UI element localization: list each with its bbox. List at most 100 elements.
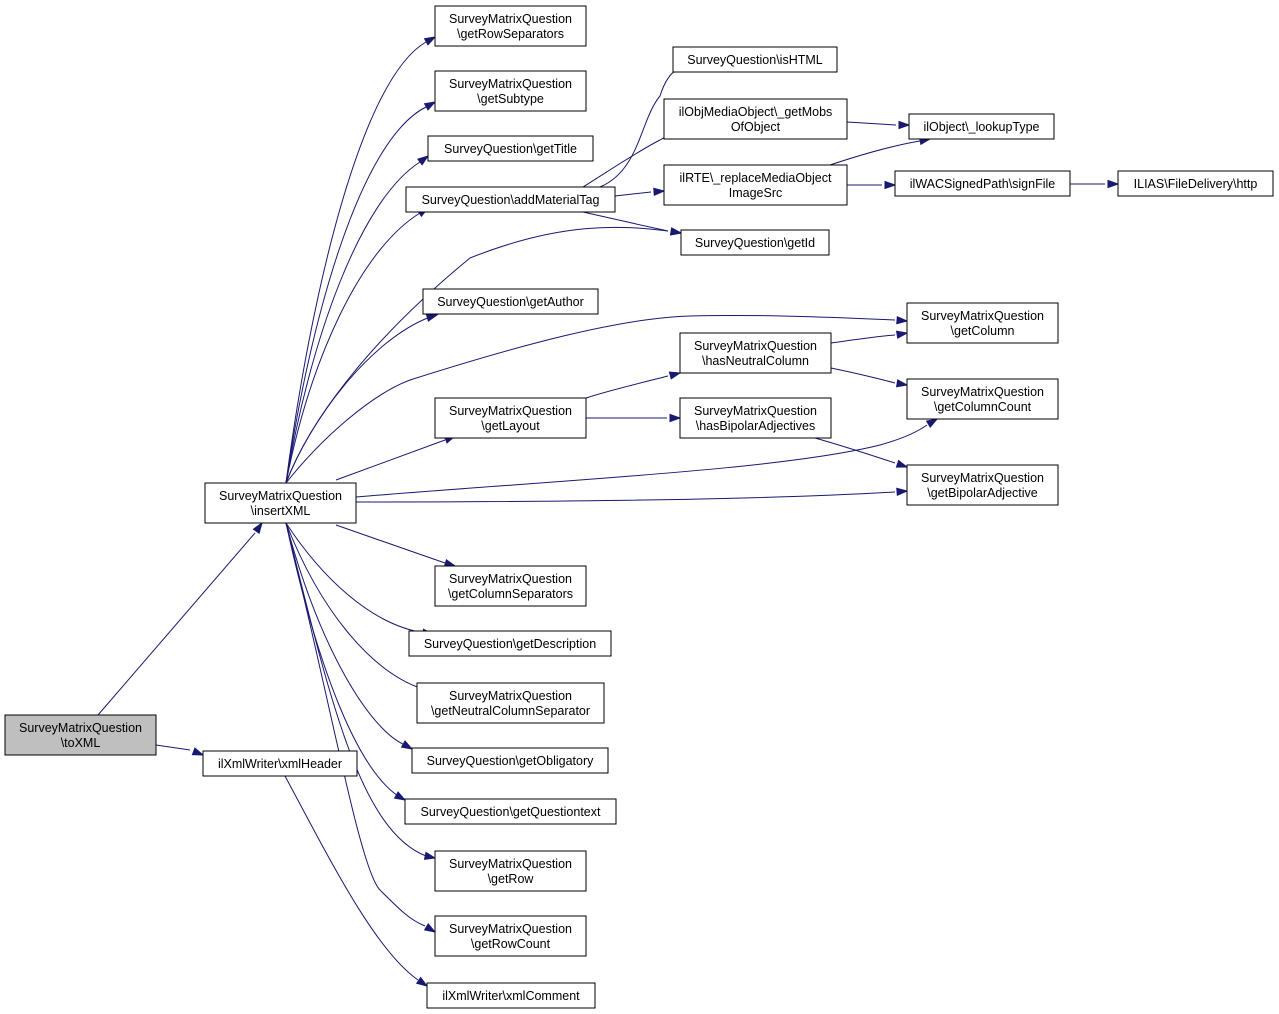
node-label: \getRowCount	[471, 937, 551, 951]
arrowhead-icon	[252, 521, 263, 535]
node-get-subtype[interactable]: SurveyMatrixQuestion\getSubtype	[434, 70, 587, 112]
node-label: SurveyMatrixQuestion	[449, 857, 572, 871]
arrowhead-icon	[423, 851, 437, 860]
edge-line	[582, 134, 671, 188]
node-insert-xml[interactable]: SurveyMatrixQuestion\insertXML	[204, 482, 357, 524]
node-get-author[interactable]: SurveyQuestion\getAuthor	[422, 288, 599, 315]
edge-line	[355, 491, 896, 503]
node-get-description[interactable]: SurveyQuestion\getDescription	[408, 630, 612, 657]
node-get-column[interactable]: SurveyMatrixQuestion\getColumn	[906, 302, 1059, 344]
node-label: SurveyQuestion\getObligatory	[427, 754, 595, 768]
node-get-bipolar-adjective[interactable]: SurveyMatrixQuestion\getBipolarAdjective	[906, 464, 1059, 506]
node-to-xml[interactable]: SurveyMatrixQuestion\toXML	[4, 714, 157, 756]
node-label: SurveyMatrixQuestion	[449, 12, 572, 26]
node-get-id[interactable]: SurveyQuestion\getId	[680, 229, 830, 256]
node-is-html[interactable]: SurveyQuestion\isHTML	[672, 46, 838, 73]
arrowhead-icon	[423, 36, 437, 46]
node-box	[679, 397, 832, 439]
call-edge	[586, 413, 682, 423]
node-get-obligatory[interactable]: SurveyQuestion\getObligatory	[411, 747, 609, 774]
node-get-questiontext[interactable]: SurveyQuestion\getQuestiontext	[404, 798, 617, 825]
node-has-bipolar-adjectives[interactable]: SurveyMatrixQuestion\hasBipolarAdjective…	[679, 397, 832, 439]
edge-line	[814, 437, 896, 464]
node-label: SurveyMatrixQuestion	[449, 77, 572, 91]
node-label: SurveyMatrixQuestion	[694, 339, 817, 353]
node-get-row-count[interactable]: SurveyMatrixQuestion\getRowCount	[434, 915, 587, 957]
node-label: ilXmlWriter\xmlComment	[442, 989, 580, 1003]
node-label: SurveyQuestion\getId	[695, 236, 815, 250]
node-box	[202, 750, 358, 777]
node-label: \getBipolarAdjective	[927, 486, 1038, 500]
call-edge	[335, 435, 457, 481]
call-edge	[335, 524, 457, 568]
edge-line	[335, 439, 446, 481]
node-has-neutral-column[interactable]: SurveyMatrixQuestion\hasNeutralColumn	[679, 332, 832, 374]
node-xml-comment[interactable]: ilXmlWriter\xmlComment	[426, 982, 596, 1009]
edge-line	[614, 191, 652, 197]
node-get-column-separators[interactable]: SurveyMatrixQuestion\getColumnSeparators	[434, 565, 587, 607]
node-label: SurveyMatrixQuestion	[449, 404, 572, 418]
node-sign-file[interactable]: ilWACSignedPath\signFile	[894, 170, 1071, 197]
node-box	[427, 135, 594, 162]
node-label: \getLayout	[481, 419, 540, 433]
node-label: \getNeutralColumnSeparator	[431, 704, 590, 718]
node-label: \getColumnSeparators	[448, 587, 573, 601]
node-box	[663, 98, 848, 140]
node-add-material-tag[interactable]: SurveyQuestion\addMaterialTag	[405, 186, 616, 213]
call-edge	[285, 522, 437, 860]
node-xml-header[interactable]: ilXmlWriter\xmlHeader	[202, 750, 358, 777]
node-get-layout[interactable]: SurveyMatrixQuestion\getLayout	[434, 397, 587, 439]
node-get-title[interactable]: SurveyQuestion\getTitle	[427, 135, 594, 162]
edge-line	[585, 375, 669, 399]
call-edge	[284, 775, 429, 987]
node-http[interactable]: ILIAS\FileDelivery\http	[1117, 170, 1274, 197]
node-box	[906, 464, 1059, 506]
node-label: ilXmlWriter\xmlHeader	[218, 757, 342, 771]
node-get-neutral-column-separator[interactable]: SurveyMatrixQuestion\getNeutralColumnSep…	[416, 682, 605, 724]
node-label: SurveyMatrixQuestion	[694, 404, 817, 418]
node-label: SurveyQuestion\getAuthor	[437, 295, 584, 309]
call-edge	[585, 371, 682, 399]
node-label: SurveyMatrixQuestion	[921, 309, 1044, 323]
node-box	[680, 229, 830, 256]
edge-line	[355, 424, 928, 498]
edge-line	[285, 316, 431, 484]
node-label: SurveyMatrixQuestion	[19, 721, 142, 735]
edge-line	[830, 334, 896, 344]
call-edge	[285, 522, 437, 933]
arrowhead-icon	[895, 459, 909, 468]
node-box	[416, 682, 605, 724]
node-box	[434, 70, 587, 112]
edge-line	[285, 226, 669, 484]
node-get-row-separators[interactable]: SurveyMatrixQuestion\getRowSeparators	[434, 5, 587, 47]
node-label: ILIAS\FileDelivery\http	[1134, 177, 1258, 191]
node-box	[422, 288, 599, 315]
node-label: SurveyMatrixQuestion	[449, 922, 572, 936]
node-get-column-count[interactable]: SurveyMatrixQuestion\getColumnCount	[906, 378, 1059, 420]
call-edge	[285, 313, 439, 484]
node-box	[679, 332, 832, 374]
arrowhead-icon	[400, 740, 414, 750]
edge-line	[284, 775, 419, 981]
call-edge	[614, 187, 666, 197]
call-edge	[285, 36, 437, 484]
arrowhead-icon	[895, 379, 909, 388]
edge-line	[285, 522, 426, 927]
node-label: \hasNeutralColumn	[702, 354, 809, 368]
edge-line	[285, 314, 896, 484]
node-label: SurveyQuestion\isHTML	[687, 53, 823, 67]
edge-line	[335, 524, 446, 564]
node-label: SurveyMatrixQuestion	[921, 471, 1044, 485]
node-label: ilObject\_lookupType	[923, 120, 1039, 134]
node-label: SurveyQuestion\addMaterialTag	[422, 193, 600, 207]
node-label: SurveyMatrixQuestion	[921, 385, 1044, 399]
node-get-row[interactable]: SurveyMatrixQuestion\getRow	[434, 850, 587, 892]
call-edge	[1070, 179, 1120, 189]
node-label: \getColumnCount	[934, 400, 1032, 414]
arrowhead-icon	[415, 976, 429, 987]
edge-line	[285, 522, 421, 689]
call-edge	[285, 522, 414, 750]
node-lookup-type[interactable]: ilObject\_lookupType	[908, 113, 1055, 140]
